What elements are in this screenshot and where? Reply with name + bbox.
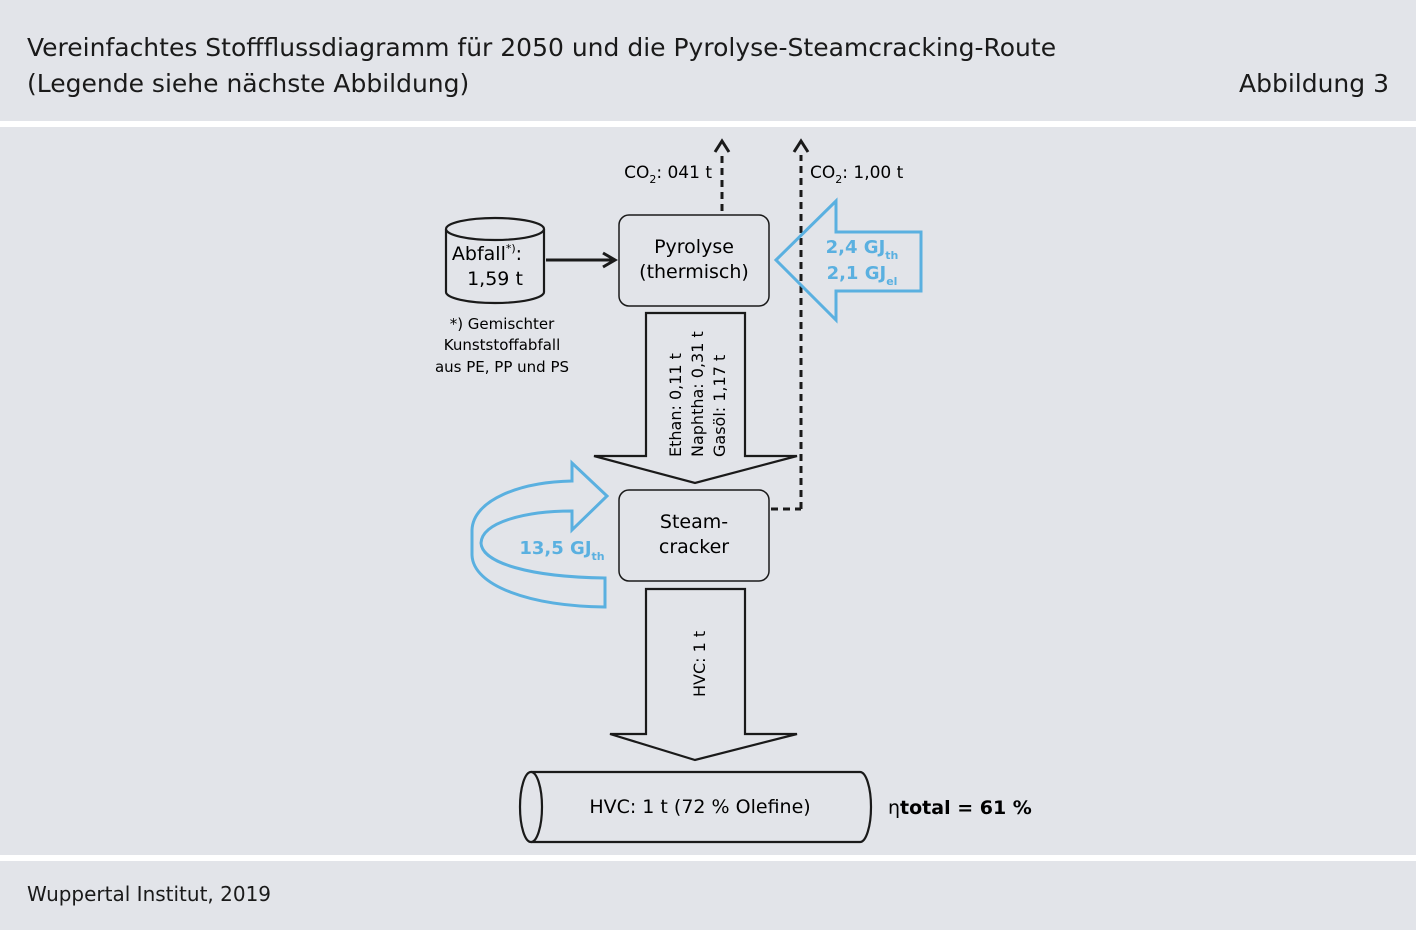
heat-recycle-arrow: 13,5 GJth — [470, 459, 610, 609]
waste-label: Abfall — [452, 243, 506, 265]
waste-amount: 1,59 t — [467, 268, 523, 290]
hvc-product-label: HVC: 1 t (72 % Olefine) — [589, 796, 810, 818]
steamcracker-box: Steam- cracker — [618, 489, 770, 582]
co2-pyrolysis-label: CO2: 041 t — [624, 163, 712, 186]
pyrolysis-label: Pyrolyse — [654, 236, 734, 258]
steamcracker-sublabel: cracker — [659, 536, 729, 558]
steamcracker-label: Steam- — [660, 511, 728, 533]
efficiency-value: total = 61 % — [900, 797, 1032, 819]
hvc-product-cylinder: HVC: 1 t (72 % Olefine) — [518, 770, 873, 844]
product-naphtha: Naphtha: 0,31 t — [688, 331, 707, 457]
source-credit: Wuppertal Institut, 2019 — [27, 882, 272, 906]
product-gasoil: Gasöl: 1,17 t — [710, 355, 729, 457]
page-subtitle: (Legende siehe nächste Abbildung) — [27, 69, 470, 98]
top-divider — [0, 121, 1416, 127]
efficiency-label: ηtotal = 61 % — [888, 797, 1032, 819]
pyrolysis-box: Pyrolyse (thermisch) — [618, 214, 770, 307]
co2-pyrolysis-arrow — [713, 138, 731, 211]
waste-label-line: Abfall*): — [452, 242, 522, 265]
footnote-line-3: aus PE, PP und PS — [435, 358, 569, 376]
waste-to-pyrolysis-arrow — [546, 251, 618, 269]
energy-thermal-label: 2,4 GJth — [826, 237, 899, 262]
waste-colon: : — [516, 243, 522, 265]
product-ethane: Ethan: 0,11 t — [666, 353, 685, 457]
waste-cylinder: Abfall*): 1,59 t — [444, 216, 546, 305]
hvc-flow-arrow: HVC: 1 t — [609, 587, 798, 762]
co2-steamcracker-arrow — [771, 138, 810, 511]
pyrolysis-products-arrow: Ethan: 0,11 t Naphtha: 0,31 t Gasöl: 1,1… — [593, 311, 798, 485]
header: Vereinfachtes Stoffflussdiagramm für 205… — [0, 0, 1416, 121]
pyrolysis-sublabel: (thermisch) — [639, 261, 749, 283]
page-title: Vereinfachtes Stoffflussdiagramm für 205… — [27, 33, 1057, 62]
bottom-divider — [0, 855, 1416, 861]
energy-electric-label: 2,1 GJel — [827, 263, 898, 288]
waste-footnote-mark: *) — [506, 242, 516, 255]
eta-symbol: η — [888, 797, 900, 819]
hvc-flow-label: HVC: 1 t — [690, 631, 709, 697]
figure-label: Abbildung 3 — [1238, 69, 1389, 98]
heat-recycle-label: 13,5 GJth — [519, 538, 604, 563]
footnote-line-2: Kunststoffabfall — [444, 336, 561, 354]
footnote-line-1: *) Gemischter — [450, 315, 555, 333]
energy-input-arrow: 2,4 GJth 2,1 GJel — [773, 197, 923, 324]
co2-steamcracker-label: CO2: 1,00 t — [810, 163, 904, 186]
